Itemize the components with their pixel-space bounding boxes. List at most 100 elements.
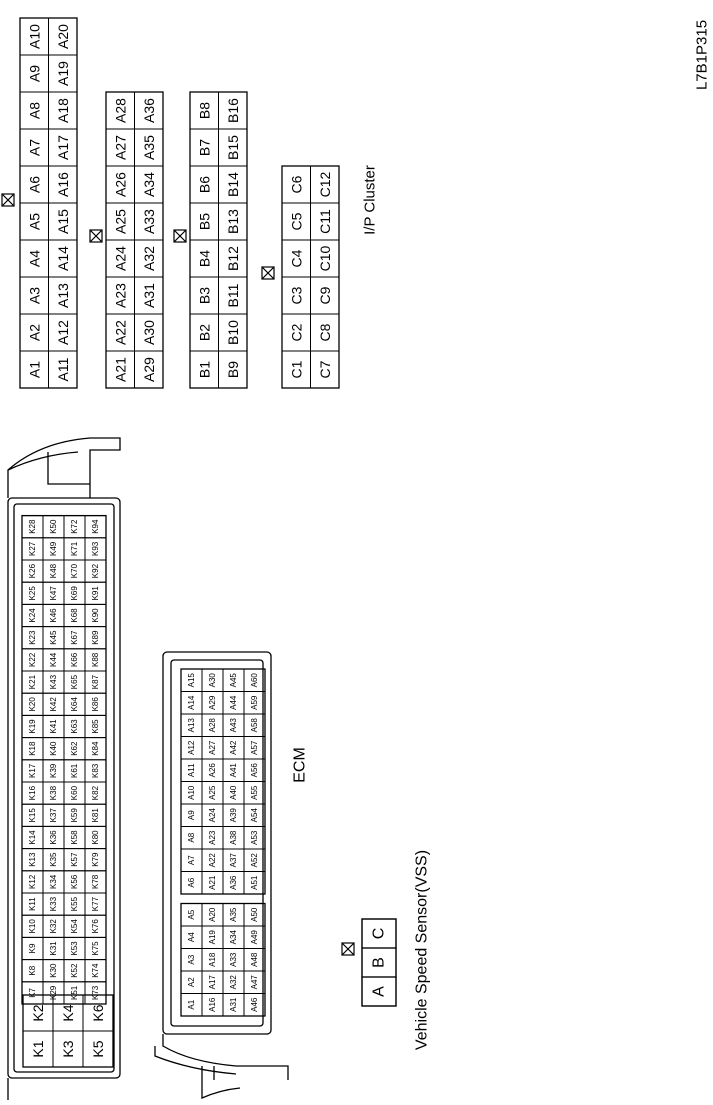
pin-label: A22 [112,320,128,345]
pin-label: K12 [28,874,37,889]
pin-label: K43 [49,674,58,689]
pin-label: A12 [55,320,71,345]
pin-label: A53 [250,830,259,845]
pin-label: K86 [91,697,100,712]
pin-label: K4 [60,1004,76,1021]
pin-label: A15 [187,673,196,688]
connector-lock-icon [1,193,15,207]
pin-label: C12 [317,171,333,197]
pin-label: A21 [208,875,217,890]
pin-label: K45 [49,630,58,645]
pin-label: B11 [225,283,241,307]
pin-label: A33 [229,952,238,967]
pin-label: B12 [225,246,241,271]
pin-label: C7 [317,360,333,378]
pin-label: B1 [196,361,212,378]
pin-label: C4 [288,249,304,267]
pin-label: A57 [250,740,259,755]
pin-label: A11 [55,357,71,381]
pin-label: A56 [250,763,259,778]
pin-label: K63 [70,719,79,734]
pin-label: K11 [28,897,37,911]
pin-label: C2 [288,323,304,341]
ecm-connector-k-main-block: K7K8K9K10K11K12K13K14K15K16K17K18K19K20K… [21,514,107,1005]
pin-label: K47 [49,586,58,601]
pin-label: A48 [250,952,259,967]
pin-label: K46 [49,608,58,623]
pin-label: C8 [317,323,333,341]
pin-label: B10 [225,320,241,345]
pin-label: A60 [250,673,259,688]
pin-label: A36 [229,875,238,890]
pin-label: A30 [208,673,217,688]
pin-label: A8 [187,832,196,842]
pin-label: A24 [208,808,217,823]
pin-label: K85 [91,719,100,734]
pin-label: A40 [229,785,238,800]
pin-label: K87 [91,674,100,689]
pin-label: A45 [229,673,238,688]
pin-label: A24 [112,246,128,271]
pin-label: K92 [91,563,100,578]
vss-connector: ABC [341,918,397,1007]
pin-label: K15 [28,808,37,823]
pin-label: K58 [70,830,79,845]
pin-label: K71 [70,541,79,556]
pin-label: A18 [55,98,71,123]
pin-label: A2 [26,324,42,341]
pin-label: A6 [187,877,196,887]
pin-label: K61 [70,763,79,778]
pin-label: A41 [229,763,238,778]
pin-cell [243,668,266,692]
pin-label: K26 [28,563,37,578]
pin-label: A9 [26,65,42,82]
pin-label: K39 [49,763,58,778]
pin-label: A23 [112,283,128,308]
pin-label: A6 [26,176,42,193]
pin-label: A23 [208,830,217,845]
pin-label: K72 [70,519,79,534]
pin-label: K62 [70,741,79,756]
pin-label: A20 [55,24,71,49]
pin-label: C9 [317,286,333,304]
pin-label: A19 [55,61,71,86]
pin-label: A16 [55,172,71,197]
pin-label: A46 [250,997,259,1012]
figure-code: L7B1P315 [694,20,711,90]
pin-label: K38 [49,785,58,800]
pin-label: K31 [49,941,58,956]
pin-label: A2 [187,977,196,987]
pin-label: A55 [250,785,259,800]
pin-label: C6 [288,175,304,193]
pin-label: K66 [70,652,79,667]
connector-lock-icon [261,266,275,280]
pin-label: K2 [30,1004,46,1021]
ip-cluster-connector-a-upper: A1A2A3A4A5A6A7A8A9A10A11A12A13A14A15A16A… [1,17,78,389]
pin-label: K76 [91,919,100,934]
pin-label: A19 [208,930,217,945]
pin-label: A27 [112,135,128,160]
pin-label: K34 [49,874,58,889]
pin-label: K81 [91,808,100,823]
pin-label: K30 [49,963,58,978]
pin-label: K52 [70,963,79,978]
pin-label: A10 [26,24,42,49]
pin-label: K48 [49,563,58,578]
pin-label: A5 [26,213,42,230]
pin-label: K14 [28,830,37,845]
pin-label: A35 [141,135,157,160]
pin-label: K69 [70,586,79,601]
pin-label: K65 [70,674,79,689]
pin-label: A17 [55,135,71,160]
pin-label: A28 [208,718,217,733]
pin-label: K57 [70,852,79,867]
pin-label: K60 [70,785,79,800]
pin-label: A25 [208,785,217,800]
pin-label: A13 [187,718,196,733]
pin-label: K24 [28,608,37,623]
ip-cluster-label: I/P Cluster [362,165,379,235]
pin-label: A34 [229,930,238,945]
pin-label: A [371,986,388,997]
